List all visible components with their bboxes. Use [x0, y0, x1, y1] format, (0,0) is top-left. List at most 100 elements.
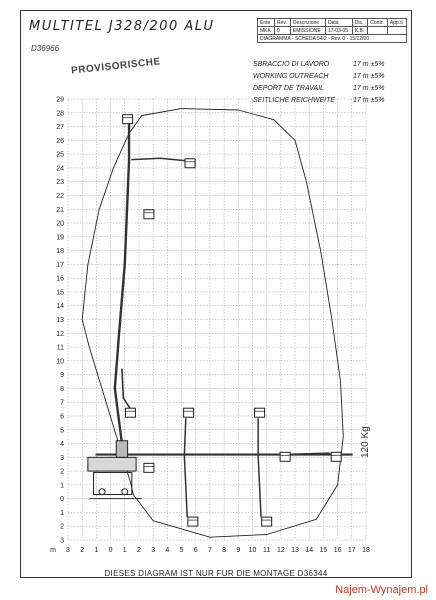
y-tick-label: 19	[56, 234, 64, 241]
spec-label: SEITLICHE REICHWEITE	[253, 97, 336, 104]
spec-label: SBRACCIO DI LAVORO	[253, 61, 330, 68]
y-tick-label: 12	[56, 331, 64, 338]
diagram-title: MULTITEL J328/200 ALU	[29, 19, 215, 34]
y-tick-label: 6	[60, 413, 64, 420]
work-basket	[279, 451, 291, 462]
x-tick-label: 0	[109, 547, 113, 554]
y-tick-label: 7	[60, 400, 64, 407]
working-envelope	[81, 108, 344, 538]
x-tick-label: 18	[362, 547, 370, 554]
work-basket	[124, 407, 136, 418]
x-tick-label: 13	[291, 547, 299, 554]
work-basket	[183, 407, 195, 418]
work-basket	[261, 516, 273, 527]
boom-jib-down	[257, 455, 262, 518]
specs-list: SBRACCIO DI LAVORO 17 m ±5% WORKING OUTR…	[253, 61, 403, 109]
diagram-sheet: MULTITEL J328/200 ALU D36966 PROVISORISC…	[20, 10, 412, 578]
title-block-sheet-row: DIAGRAMMA - SCHEDA 54/2 - Rev. 0 - 15/12…	[257, 34, 407, 43]
x-tick-label: 7	[208, 547, 212, 554]
boom-jib-down	[183, 455, 188, 518]
x-tick-label: 1	[94, 547, 98, 554]
y-tick-label: 2	[60, 524, 64, 531]
y-tick-label: 25	[56, 152, 64, 159]
boom-vertical	[113, 122, 131, 445]
work-basket	[187, 516, 199, 527]
y-tick-label: 23	[56, 179, 64, 186]
spec-value: 17 m ±5%	[353, 97, 385, 104]
x-tick-label: 15	[320, 547, 328, 554]
work-basket	[254, 407, 266, 418]
truck-chassis	[87, 456, 137, 472]
x-tick-label: 12	[277, 547, 285, 554]
work-basket	[330, 451, 342, 462]
work-basket	[143, 209, 155, 220]
y-tick-label: 5	[60, 427, 64, 434]
y-tick-label: 21	[56, 207, 64, 214]
x-tick-label: 2	[80, 547, 84, 554]
y-tick-label: 1	[60, 510, 64, 517]
spec-row: SBRACCIO DI LAVORO 17 m ±5%	[253, 61, 403, 73]
y-tick-label: 16	[56, 276, 64, 283]
drawing-code: D36966	[31, 44, 60, 53]
work-basket	[184, 158, 196, 169]
spec-label: DEPORT DE TRAVAIL	[253, 85, 325, 92]
spec-row: DEPORT DE TRAVAIL 17 m ±5%	[253, 85, 403, 97]
y-tick-label: 10	[56, 358, 64, 365]
y-tick-label: 22	[56, 193, 64, 200]
x-unit-label: m	[50, 547, 56, 554]
x-tick-label: 4	[165, 547, 169, 554]
spec-value: 17 m ±5%	[353, 73, 385, 80]
footer-note: DIESES DIAGRAM IST NUR FUR DIE MONTAGE D…	[104, 569, 328, 578]
boom-jib	[131, 157, 190, 162]
spec-row: WORKING OUTREACH 17 m ±5%	[253, 73, 403, 85]
y-tick-label: 13	[56, 317, 64, 324]
y-tick-label: 9	[60, 372, 64, 379]
spec-row: SEITLICHE REICHWEITE 17 m ±5%	[253, 97, 403, 109]
y-tick-label: 18	[56, 248, 64, 255]
x-tick-label: 2	[137, 547, 141, 554]
y-tick-label: 1	[60, 482, 64, 489]
load-label: 120 Kg	[360, 426, 371, 458]
work-basket	[122, 114, 134, 125]
y-tick-label: 29	[56, 97, 64, 104]
x-tick-label: 17	[348, 547, 356, 554]
truck-outrigger-base	[93, 471, 133, 496]
x-tick-label: 16	[334, 547, 342, 554]
boom-jib-up	[183, 417, 187, 456]
brand-watermark: Najem-Wynajem.pl	[335, 584, 428, 596]
y-tick-label: 27	[56, 124, 64, 131]
y-tick-label: 8	[60, 386, 64, 393]
y-tick-label: 20	[56, 221, 64, 228]
title-block: Ente Rev. Descrizione Data Dis. Contr. A…	[257, 18, 408, 43]
x-tick-label: 3	[66, 547, 70, 554]
x-tick-label: 8	[222, 547, 226, 554]
y-tick-label: 0	[60, 496, 64, 503]
spec-value: 17 m ±5%	[353, 85, 385, 92]
boom-mid-position	[121, 368, 135, 415]
turret	[115, 440, 129, 458]
x-tick-label: 5	[180, 547, 184, 554]
y-tick-label: 15	[56, 289, 64, 296]
x-tick-label: 11	[263, 547, 270, 554]
x-tick-label: 10	[249, 547, 257, 554]
x-tick-label: 14	[305, 547, 313, 554]
spec-value: 17 m ±5%	[353, 61, 385, 68]
y-tick-label: 28	[56, 110, 64, 117]
x-tick-label: 3	[151, 547, 155, 554]
y-tick-label: 24	[56, 165, 64, 172]
x-tick-label: 1	[123, 547, 127, 554]
spec-label: WORKING OUTREACH	[253, 73, 329, 80]
x-tick-label: 9	[236, 547, 240, 554]
y-tick-label: 11	[57, 345, 64, 352]
wheel	[121, 488, 129, 496]
y-tick-label: 26	[56, 138, 64, 145]
wheel	[98, 488, 106, 496]
y-tick-label: 3	[60, 455, 64, 462]
y-tick-label: 3	[60, 538, 64, 545]
y-tick-label: 4	[60, 441, 64, 448]
y-tick-label: 14	[56, 303, 64, 310]
x-tick-label: 6	[194, 547, 198, 554]
y-tick-label: 2	[60, 469, 64, 476]
work-basket	[143, 462, 155, 473]
